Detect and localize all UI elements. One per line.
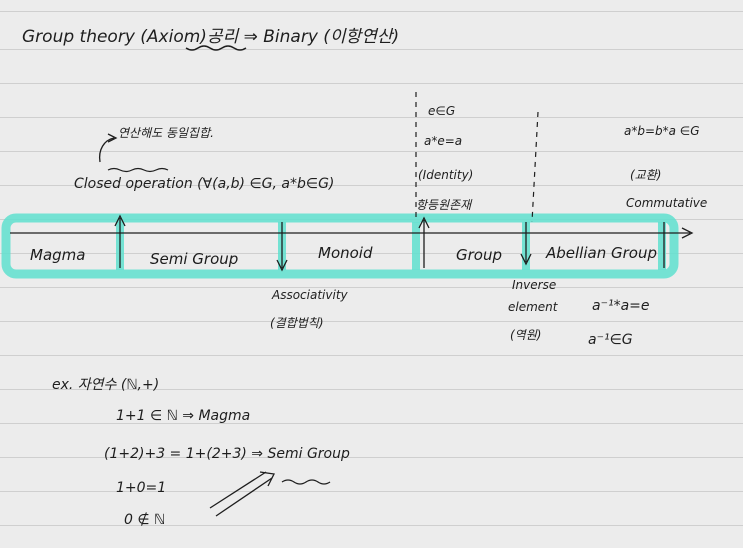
commutative-equation: a*b=b*a ∈G: [624, 124, 700, 138]
associativity-korean: (결합법칙): [270, 316, 324, 330]
inverse-equation: a⁻¹*a=e: [592, 298, 650, 314]
example-line-1: 1+1 ∈ ℕ ⇒ Magma: [116, 408, 251, 424]
segment-group: Group: [456, 246, 502, 264]
segment-semigroup: Semi Group: [150, 250, 239, 268]
inverse-member: a⁻¹∈G: [588, 332, 633, 348]
commutative-korean: (교환): [630, 168, 662, 182]
segment-magma: Magma: [30, 246, 86, 264]
header-line: Group theory (Axiom)공리 ⇒ Binary (이항연산): [22, 27, 400, 47]
band-highlight: [1, 213, 679, 279]
example-title: ex. 자연수 (ℕ,+): [52, 377, 160, 393]
identity-equation: a*e=a: [424, 134, 463, 148]
segment-abelian-group: Abellian Group: [546, 244, 657, 262]
example-line-2: (1+2)+3 = 1+(2+3) ⇒ Semi Group: [104, 446, 350, 462]
example-line-3: 1+0=1: [116, 480, 167, 496]
associativity-label: Associativity: [272, 288, 348, 302]
commutative-label: Commutative: [626, 196, 708, 210]
identity-korean: 항등원존재: [416, 198, 472, 212]
inverse-korean: (역원): [510, 328, 542, 342]
inverse-label-2: element: [508, 300, 558, 314]
inverse-label: Inverse: [512, 278, 557, 292]
example-line-4: 0 ∉ ℕ: [124, 512, 166, 528]
segment-monoid: Monoid: [318, 244, 373, 262]
identity-member: e∈G: [428, 104, 456, 118]
closed-operation-label: Closed operation (∀(a,b) ∈G, a*b∈G): [74, 176, 335, 192]
closed-note: 연산해도 동일집합.: [118, 126, 214, 140]
identity-label: (Identity): [418, 168, 474, 182]
